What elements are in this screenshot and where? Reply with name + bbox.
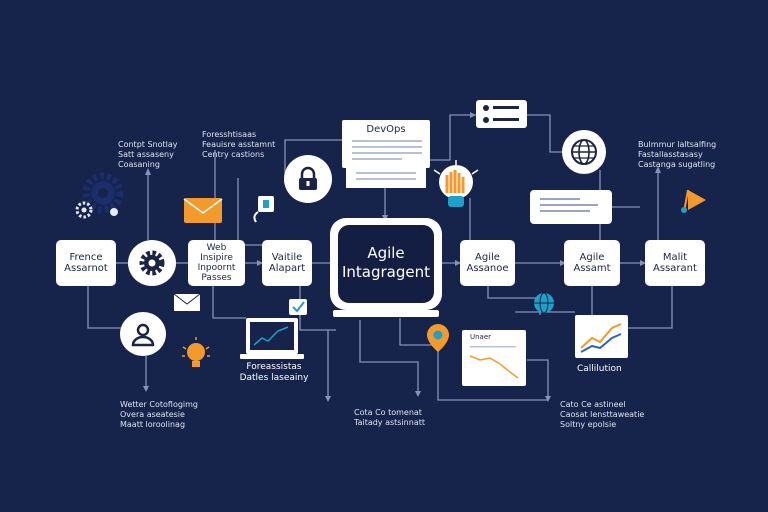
padlock-icon [299,166,317,190]
label-laptop-caption: Foreassistas Datles laseainy [239,362,309,383]
arrowhead-up-right [655,166,661,173]
node-lock[interactable] [284,155,332,203]
mini-chart-title: Unaer [470,333,492,341]
node-left-assistant[interactable]: Frence Assarnot [56,240,116,286]
connector-doc-list [430,114,476,161]
connector-center-pin [399,318,438,346]
connector-agile-globe [487,285,541,315]
trend-chart-icon [575,315,628,358]
connector-left-user [87,285,122,329]
label-bottom-left: Wetter Cotoflogimg Overa aseatesie Maatt… [120,400,199,429]
center-monitor-icon [330,218,442,317]
connector-pin-bottom [437,345,548,401]
gear-icon [139,250,165,276]
user-icon [131,323,155,347]
label-bottom-right: Cato Ce astineel Caosat lensttaweatie So… [560,400,645,429]
devops-doc-title: DevOps [366,124,406,135]
node-user[interactable] [120,312,166,356]
node-vehicle[interactable]: Vaitile Alapart [262,240,312,286]
globe-icon [571,139,597,165]
connector-lock-doc [284,139,342,178]
globe-small-icon [534,292,554,314]
envelope-icon [183,198,223,223]
arrowhead-down-mid [325,396,331,402]
laptop-chart-icon [240,318,304,359]
plug-icon [253,196,274,223]
lightbulb-icon [182,337,210,367]
open-envelope-icon [173,293,201,311]
devops-doc-icon [342,120,430,188]
node-gear[interactable] [128,240,176,286]
bulb-icon [433,160,479,207]
node-agile-assistance[interactable]: Agile Assanoe [460,240,515,286]
arrowhead-user-down [143,386,149,392]
connector-card-down [527,359,549,400]
node-agile-assistant[interactable]: Agile Assamt [564,240,620,286]
gears-icon [75,172,124,219]
connector-center-mid [359,320,419,395]
arrowhead-vehicle [257,260,263,266]
arrowhead-math [640,260,646,266]
arrowhead-list [470,112,476,118]
node-math-assistant[interactable]: Malit Assarant [645,240,705,286]
speech-bubble-icon [530,190,612,224]
node-web-insights[interactable]: Web Insipire Inpoornt Passes [188,240,245,286]
arrowhead-agile [455,260,461,266]
connector-plug [237,178,262,246]
label-top-right: Bulmmur laltsalfing Fastallasstasasy Cas… [638,140,717,169]
label-chart-caption: Callilution [577,364,622,374]
mini-chart-card [462,330,526,386]
label-top-mid: Foresshtisaas Feauisre asstamnt Centry c… [202,130,276,159]
map-pin-icon [427,324,449,352]
arrowhead-up-left [145,168,151,175]
arrowhead-card-down [545,396,551,402]
node-globe[interactable] [562,130,606,174]
flag-icon [681,189,706,213]
connector-math-trend [628,285,673,329]
connector-list-globe [527,114,562,153]
arrowhead-center-mid [415,391,421,397]
list-card-icon [476,100,527,128]
label-top-left: Contpt Snotlay Satt assaseny Coasaning [118,140,178,169]
connector-web-laptop [212,285,246,319]
label-bottom-mid: Cota Co tomenat Taitady astsinnatt [354,408,425,427]
arrowhead-assistant [560,260,566,266]
checkmark-icon [289,299,307,315]
center-node-title[interactable]: Agile Intagragent [341,244,431,281]
